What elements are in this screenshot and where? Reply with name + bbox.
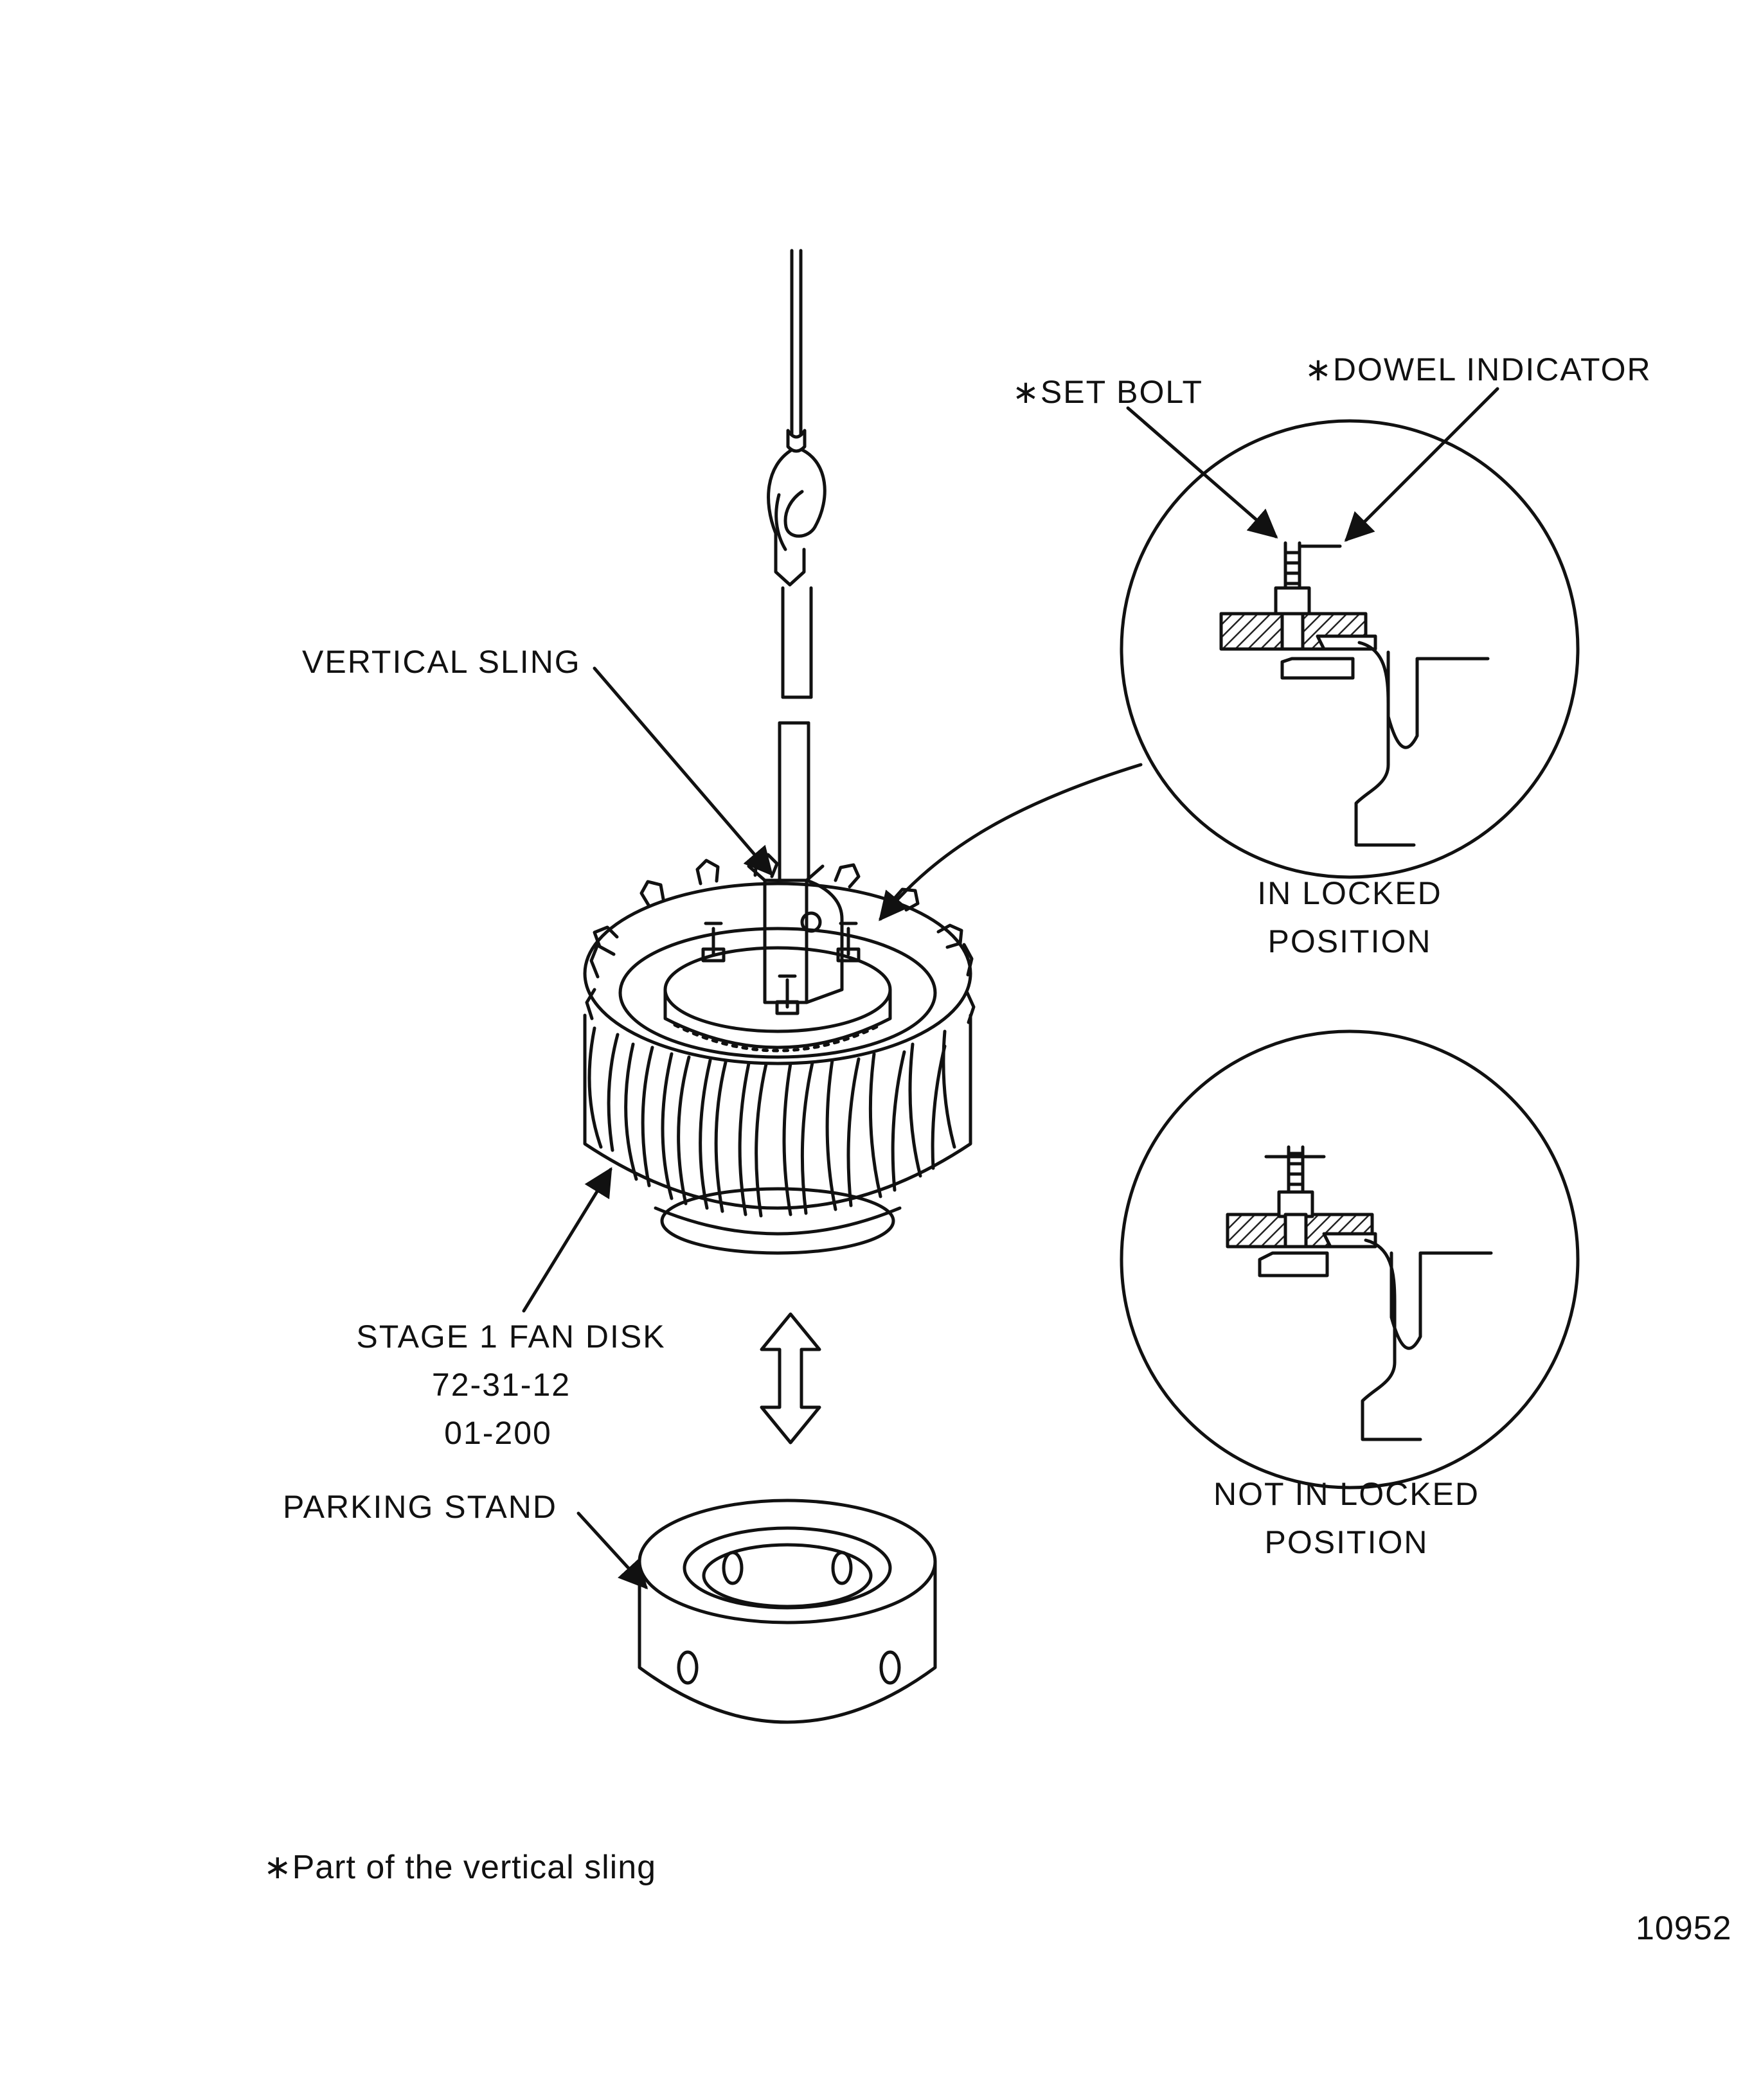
not-locked-detail: [1226, 1145, 1493, 1441]
label-in-locked-line1: IN LOCKED: [1257, 875, 1442, 911]
hook: [767, 448, 827, 699]
fan-disk: [583, 853, 976, 1255]
label-fan-disk-line2: 72-31-12: [431, 1367, 571, 1403]
label-parking-stand: PARKING STAND: [283, 1489, 557, 1525]
leader-fan-disk: [522, 1167, 612, 1313]
label-not-locked-line2: POSITION: [1264, 1524, 1429, 1560]
leader-dowel-indicator: [1344, 387, 1499, 542]
label-dowel-indicator: ∗DOWEL INDICATOR: [1305, 351, 1652, 387]
label-fan-disk-line1: STAGE 1 FAN DISK: [356, 1319, 666, 1355]
leader-parking-stand: [577, 1511, 648, 1590]
leader-locked-callout: [879, 763, 1143, 921]
sling-bar: [778, 721, 810, 882]
label-vertical-sling: VERTICAL SLING: [302, 644, 581, 680]
detail-circle-locked: [1120, 419, 1580, 879]
parking-stand: [638, 1499, 937, 1724]
double-arrow: [760, 1312, 821, 1445]
label-fan-disk-line3: 01-200: [444, 1415, 552, 1451]
leader-set-bolt: [1126, 406, 1278, 538]
label-not-locked-line1: NOT IN LOCKED: [1213, 1476, 1480, 1512]
sling-cable: [786, 249, 807, 453]
locked-detail: [1219, 541, 1490, 847]
label-set-bolt: ∗SET BOLT: [1012, 374, 1204, 410]
fan-blades: [587, 1026, 956, 1218]
detail-circle-not-locked: [1120, 1029, 1580, 1490]
label-in-locked-line2: POSITION: [1267, 923, 1432, 959]
footnote: ∗Part of the vertical sling: [264, 1849, 657, 1886]
figure-number: 10952: [1636, 1910, 1732, 1947]
leader-vertical-sling: [593, 666, 773, 876]
